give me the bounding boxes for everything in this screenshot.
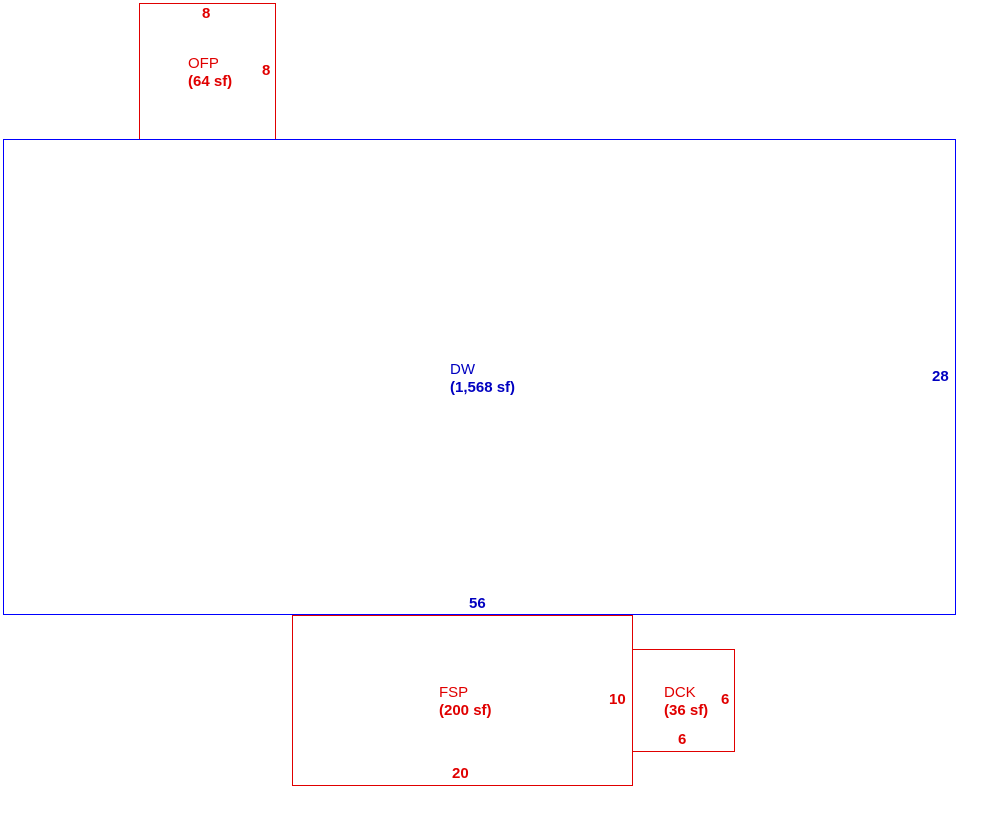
ofp-area-label: OFP (64 sf) <box>188 55 232 91</box>
fsp-area-label: FSP (200 sf) <box>439 684 492 720</box>
deck-bottom-dimension: 6 <box>678 731 687 748</box>
deck-area-label: DCK (36 sf) <box>664 684 708 720</box>
dwelling-area-label: DW (1,568 sf) <box>450 361 515 397</box>
deck-right-dimension: 6 <box>721 691 730 708</box>
ofp-right-dimension: 8 <box>262 62 271 79</box>
fsp-bottom-dimension: 20 <box>452 765 469 782</box>
fsp-square-footage: (200 sf) <box>439 702 492 719</box>
ofp-top-dimension: 8 <box>202 5 211 22</box>
fsp-right-dimension: 10 <box>609 691 626 708</box>
fsp-name: FSP <box>439 684 469 701</box>
dwelling-square-footage: (1,568 sf) <box>450 379 516 396</box>
deck-square-footage: (36 sf) <box>664 702 709 719</box>
dwelling-right-dimension: 28 <box>932 368 949 385</box>
dwelling-name: DW <box>450 361 475 378</box>
ofp-square-footage: (64 sf) <box>188 73 233 90</box>
deck-name: DCK <box>664 684 696 701</box>
dwelling-bottom-dimension: 56 <box>469 595 486 612</box>
deck-area-outline <box>632 649 735 752</box>
ofp-name: OFP <box>188 55 219 72</box>
dwelling-area-outline <box>3 139 956 615</box>
